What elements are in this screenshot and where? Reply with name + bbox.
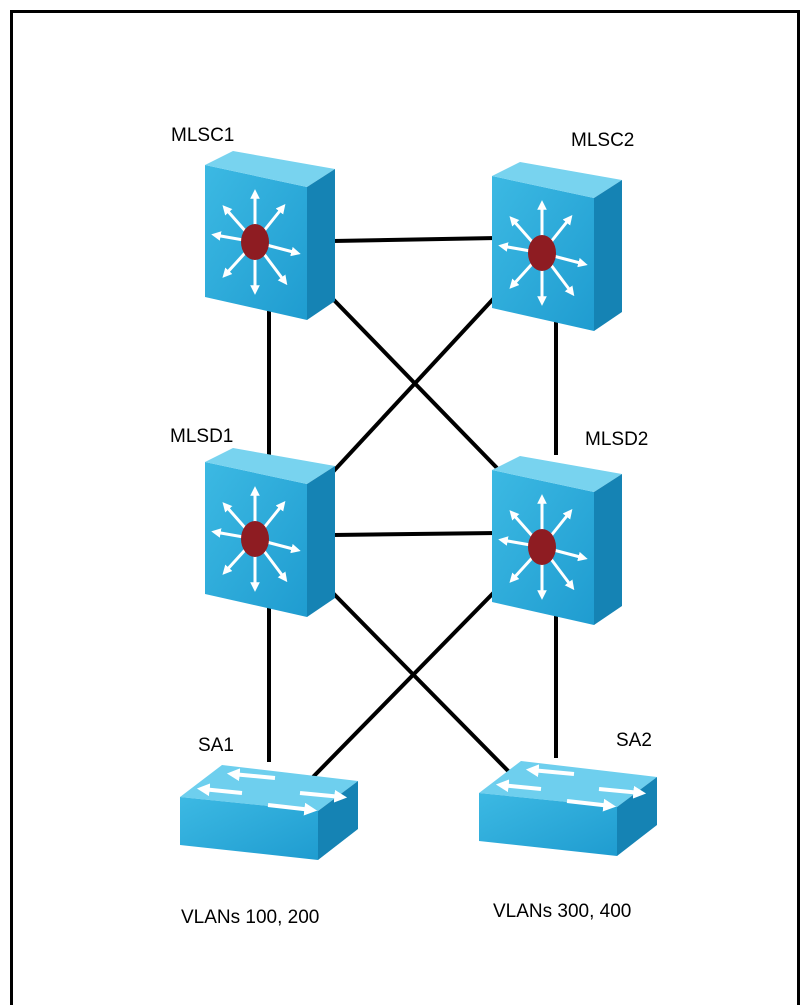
switch-mlsc1 [205,151,335,320]
switch-mlsc2 [492,162,622,331]
access-switch-icon [479,761,657,856]
label-mlsc2: MLSC2 [571,130,634,151]
link-mlsd1-mlsd2 [332,531,498,537]
multilayer-switch-icon [492,162,622,331]
switch-mlsd1 [205,448,335,617]
label-sa2: SA2 [616,730,652,751]
diagram-frame [10,10,800,1005]
label-sa2-vlans: VLANs 300, 400 [493,901,631,922]
multilayer-switch-icon [205,151,335,320]
link-mlsd1-sa2 [328,588,518,781]
label-mlsd1: MLSD1 [170,426,233,447]
label-mlsc1: MLSC1 [171,125,234,146]
switch-sa1 [180,765,358,860]
link-mlsd2-sa1 [311,576,510,779]
switch-mlsd2 [492,456,622,625]
label-sa1: SA1 [198,735,234,756]
link-mlsc2-mlsd1 [328,281,510,477]
label-sa1-vlans: VLANs 100, 200 [181,907,319,928]
links [267,236,558,781]
access-switch-icon [180,765,358,860]
multilayer-switch-icon [492,456,622,625]
multilayer-switch-icon [205,448,335,617]
link-mlsc1-mlsc2 [332,236,498,243]
label-mlsd2: MLSD2 [585,429,648,450]
switch-sa2 [479,761,657,856]
